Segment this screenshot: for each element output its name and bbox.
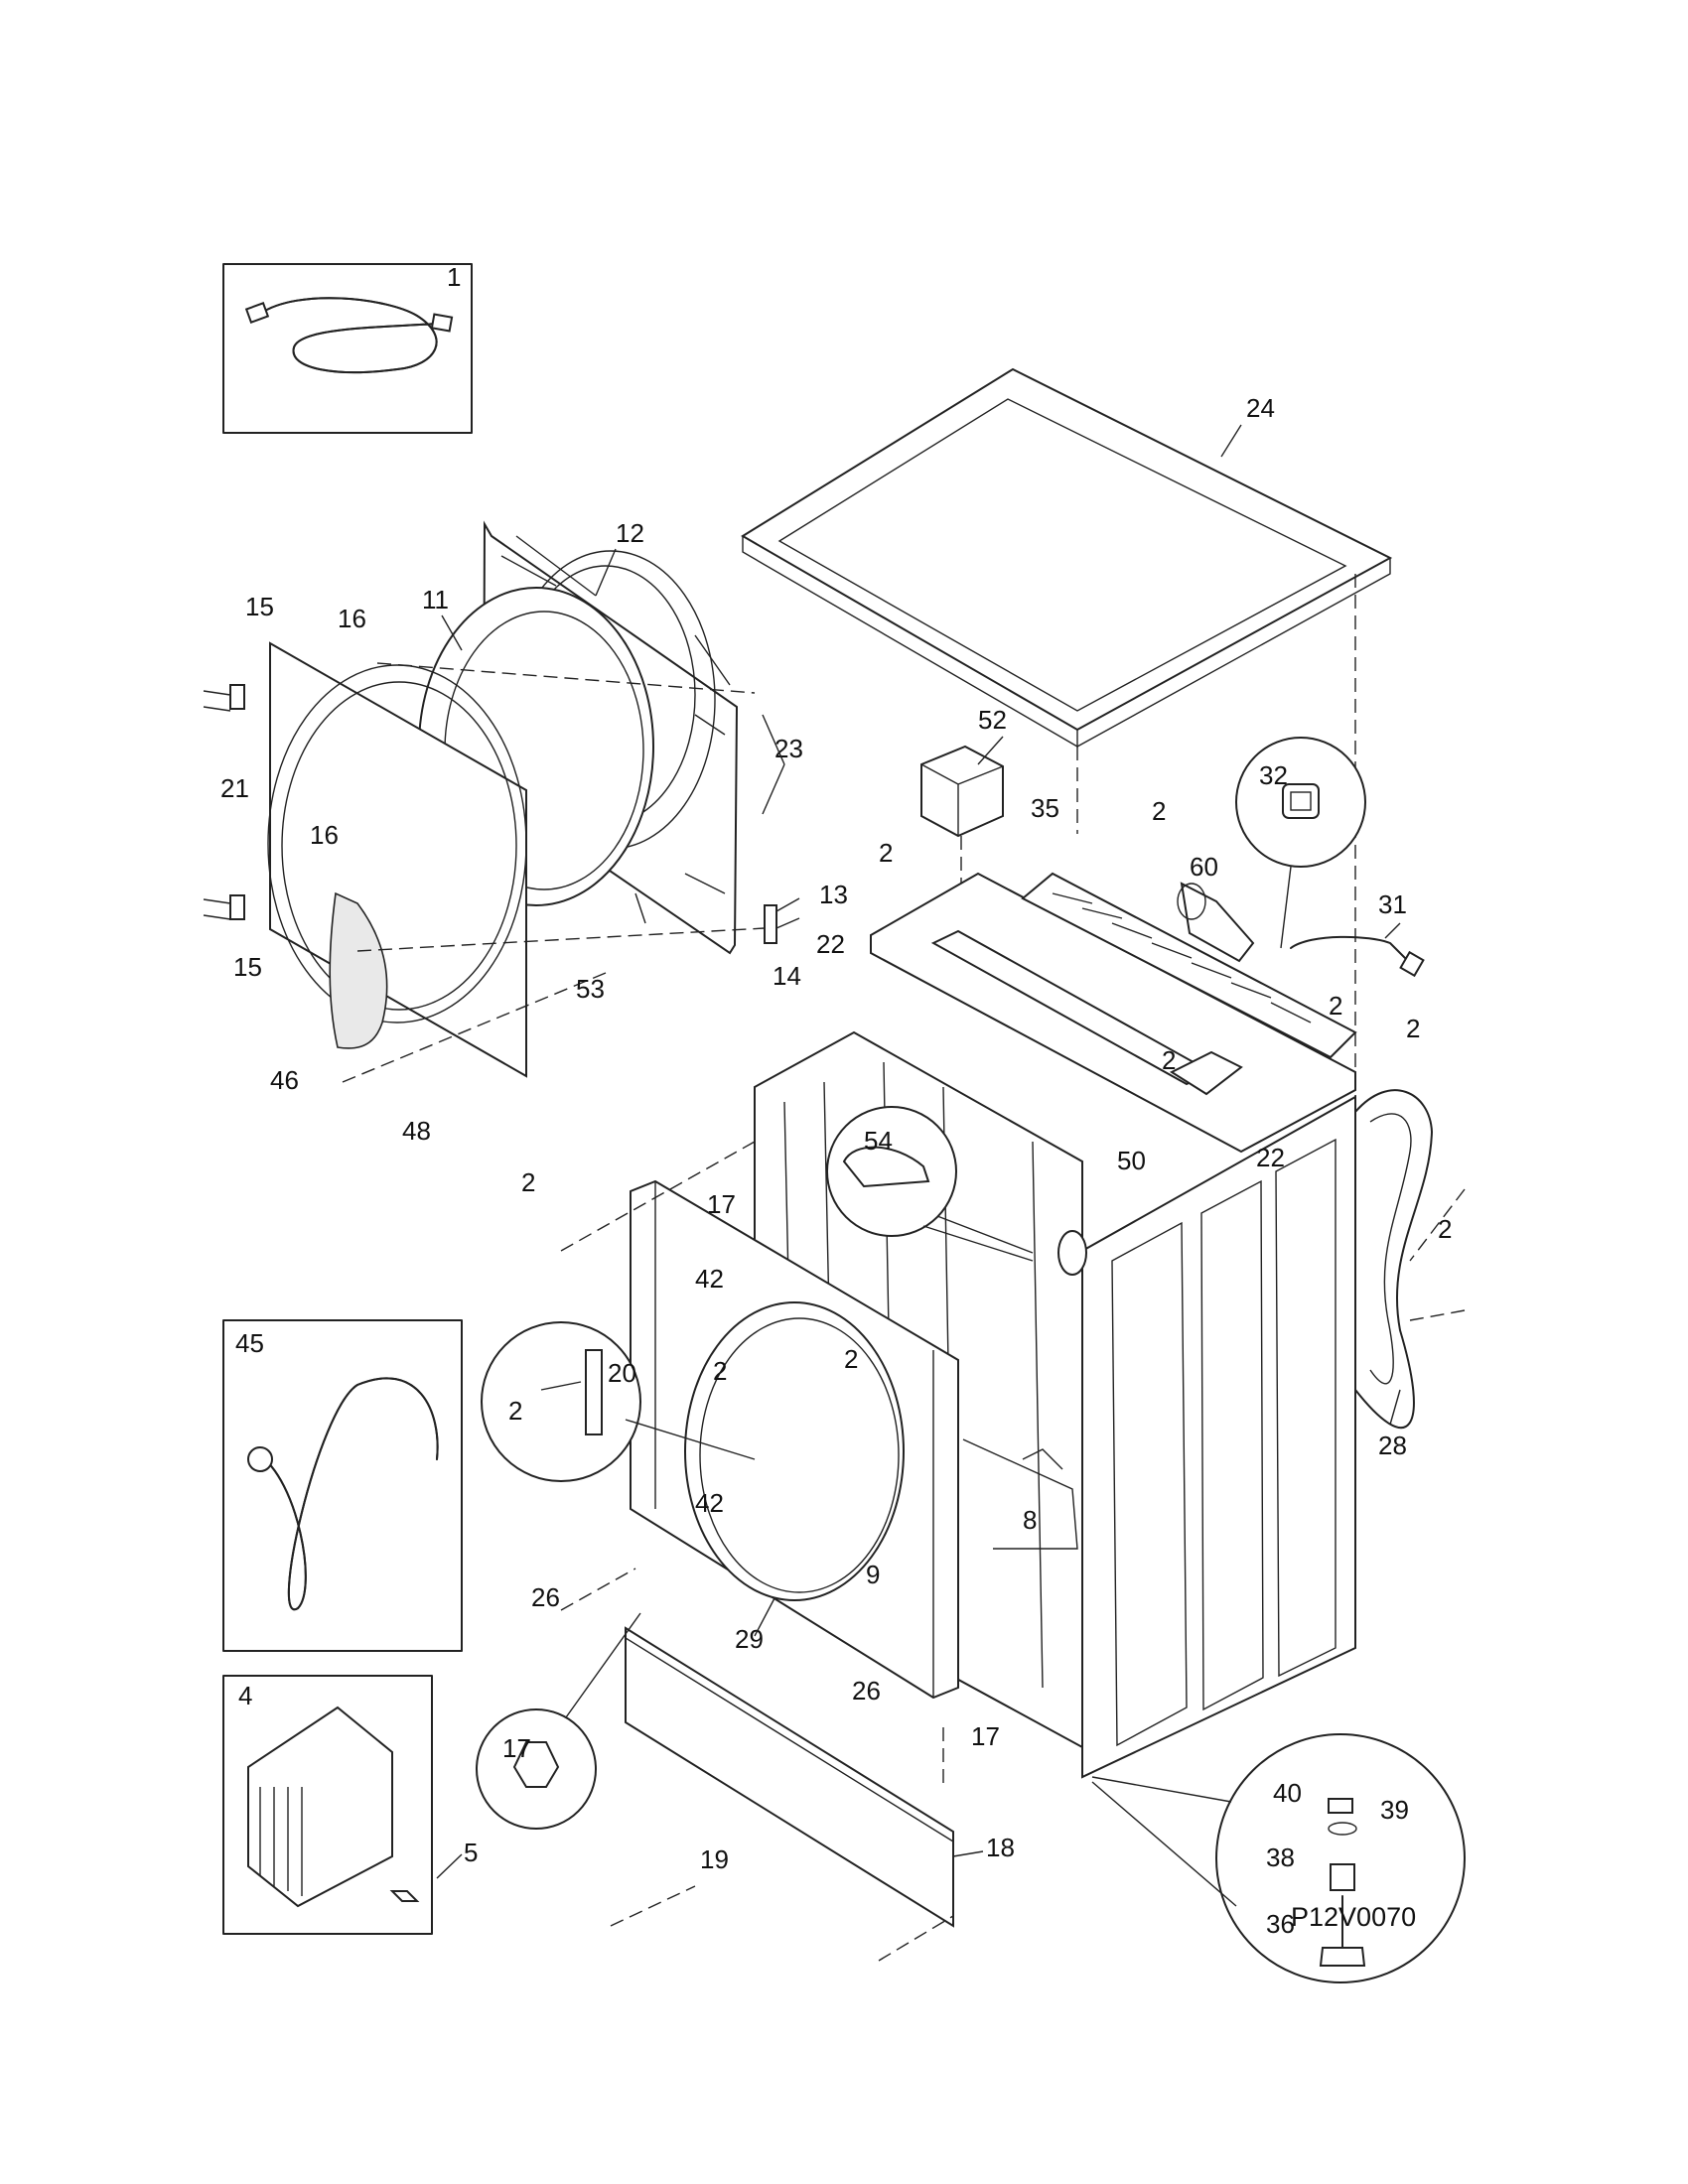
label-leg-36: 36 xyxy=(1266,1909,1295,1939)
label-bar-50: 50 xyxy=(1117,1146,1146,1175)
label-screws-23: 23 xyxy=(774,734,803,763)
label-hinge-15a: 15 xyxy=(245,592,274,621)
screws-21 xyxy=(203,690,231,920)
label-screw-2j: 2 xyxy=(844,1344,858,1374)
label-washer-39: 39 xyxy=(1380,1795,1409,1825)
rear-panel-28 xyxy=(1354,1089,1434,1430)
label-screw-2i: 2 xyxy=(508,1396,522,1426)
label-screw-2b: 2 xyxy=(1152,796,1166,826)
inset-drain-hose xyxy=(222,1319,463,1652)
door-dash-lines xyxy=(342,662,766,1083)
label-kick-18: 18 xyxy=(986,1833,1015,1862)
label-screw-2f: 2 xyxy=(521,1167,535,1197)
front-frame xyxy=(630,1179,959,1700)
callout-leveling-leg xyxy=(1091,1733,1466,1983)
drawing-code: P12V0070 xyxy=(1291,1902,1416,1932)
label-bracket-5: 5 xyxy=(464,1838,478,1867)
label-screw-26b: 26 xyxy=(852,1676,881,1706)
top-cover xyxy=(741,367,1393,1191)
label-screw-2a: 2 xyxy=(879,838,893,868)
inset-control-assembly xyxy=(222,1675,433,1935)
label-valve-60: 60 xyxy=(1190,852,1218,882)
label-foot-17b: 17 xyxy=(502,1733,531,1763)
label-screw-2e: 2 xyxy=(1162,1045,1176,1075)
label-rail-35: 35 xyxy=(1031,793,1059,823)
label-glass-46: 46 xyxy=(270,1065,299,1095)
label-block-52: 52 xyxy=(978,705,1007,735)
label-hinge-15b: 15 xyxy=(233,952,262,982)
inset-inlet-hose xyxy=(222,263,473,434)
leader-lines xyxy=(436,424,1401,1879)
assembly-dash-lines xyxy=(560,1141,1466,1962)
label-screw-2d: 2 xyxy=(1406,1014,1420,1043)
label-door-frame: 12 xyxy=(616,518,644,548)
label-bracket-53: 53 xyxy=(576,974,605,1004)
cabinet-body xyxy=(754,872,1357,1779)
label-cord-31: 31 xyxy=(1378,889,1407,919)
label-clip-22b: 22 xyxy=(1256,1143,1285,1172)
label-board-8: 8 xyxy=(1023,1505,1037,1535)
label-door-ring: 11 xyxy=(422,585,449,614)
label-nut-40: 40 xyxy=(1273,1778,1302,1808)
label-plug-32: 32 xyxy=(1259,760,1288,790)
hinge-lower xyxy=(229,894,245,920)
label-clip-22a: 22 xyxy=(816,929,845,959)
label-screw-2g: 2 xyxy=(1438,1214,1452,1244)
inlet-valve xyxy=(1177,882,1255,963)
label-panel-28: 28 xyxy=(1378,1431,1407,1460)
label-nut-38: 38 xyxy=(1266,1843,1295,1872)
door-outer-panel xyxy=(267,641,527,1078)
label-strike-14: 14 xyxy=(773,961,801,991)
label-screw-16a: 16 xyxy=(338,604,366,633)
callout-clip-54 xyxy=(826,1106,1034,1262)
label-door-panel-48: 48 xyxy=(402,1116,431,1146)
label-inset-hose-1: 1 xyxy=(447,262,461,292)
label-top: 24 xyxy=(1246,393,1275,423)
label-ring-9: 9 xyxy=(866,1560,880,1589)
callout-plug-32 xyxy=(1235,737,1366,949)
label-hinge-13: 13 xyxy=(819,880,848,909)
callout-foot-17 xyxy=(476,1612,641,1830)
hinge-upper xyxy=(229,684,245,710)
counterweight-block xyxy=(920,745,1004,903)
door-glass xyxy=(329,891,388,1049)
label-clip-54: 54 xyxy=(864,1126,893,1156)
part-labels: 1 24 12 11 16 15 21 16 15 46 48 53 23 13… xyxy=(220,262,1452,1939)
callout-latch-20 xyxy=(481,1321,756,1482)
label-screw-16b: 16 xyxy=(310,820,339,850)
label-bracket-42a: 42 xyxy=(695,1264,724,1294)
label-screw-17c: 17 xyxy=(971,1721,1000,1751)
kick-plate xyxy=(625,1626,954,1928)
door-hinge-13 xyxy=(764,897,800,944)
label-latch-20: 20 xyxy=(608,1358,636,1388)
power-cord xyxy=(1290,935,1425,978)
label-bracket-42b: 42 xyxy=(695,1488,724,1518)
label-screw-26a: 26 xyxy=(531,1582,560,1612)
cross-bar xyxy=(930,929,1243,1096)
label-screws-19: 19 xyxy=(700,1844,729,1874)
label-inset-control-4: 4 xyxy=(238,1681,252,1710)
label-screw-2h: 2 xyxy=(713,1356,727,1386)
label-screw-17a: 17 xyxy=(707,1189,736,1219)
label-screw-2c: 2 xyxy=(1329,991,1342,1021)
label-inset-hose-45: 45 xyxy=(235,1328,264,1358)
label-screws-21: 21 xyxy=(220,773,249,803)
